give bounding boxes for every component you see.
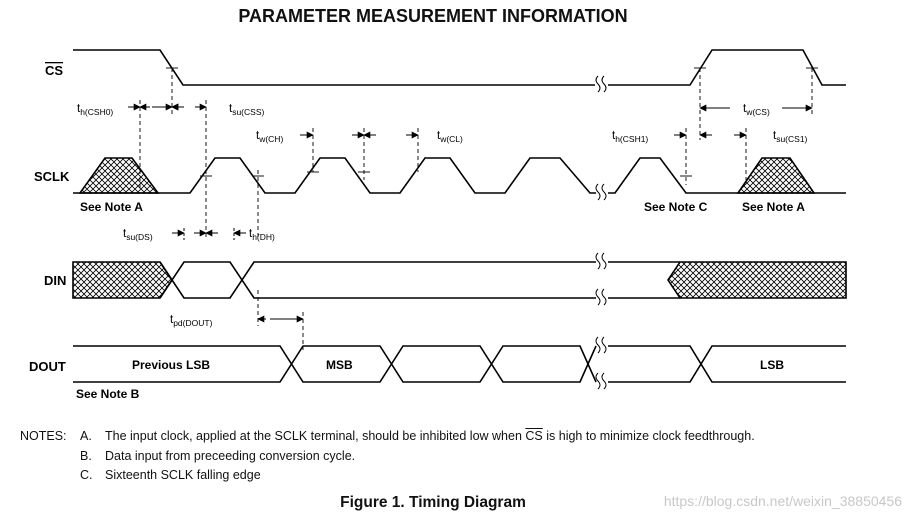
note-letter: C. [80, 468, 93, 482]
sclk-waveform [73, 100, 846, 240]
label-th-csh1: th(CSH1) [612, 130, 648, 144]
note-letter: A. [80, 429, 92, 443]
see-note-c: See Note C [644, 200, 708, 214]
previous-lsb-label: Previous LSB [132, 358, 210, 372]
din-waveform [72, 261, 847, 350]
page-title: PARAMETER MEASUREMENT INFORMATION [238, 6, 628, 26]
see-note-a-right: See Note A [742, 200, 805, 214]
cs-signal-label: CS [45, 63, 63, 78]
timing-arrows [128, 103, 813, 323]
dout-waveform [73, 345, 846, 383]
label-tw-cl: tw(CL) [437, 130, 463, 144]
note-text: Data input from preceeding conversion cy… [105, 448, 356, 463]
msb-label: MSB [326, 358, 353, 372]
din-signal-label: DIN [44, 273, 66, 288]
note-text: Sixteenth SCLK falling edge [105, 468, 261, 482]
watermark: https://blog.csdn.net/weixin_38850456 [663, 493, 902, 509]
label-tsu-cs1: tsu(CS1) [773, 130, 808, 144]
note-text: The input clock, applied at the SCLK ter… [105, 429, 755, 443]
see-note-b: See Note B [76, 387, 140, 401]
notes-heading: NOTES: [20, 429, 67, 443]
label-tw-ch: tw(CH) [256, 130, 283, 144]
timing-diagram: CS SCLK DIN DOUT [29, 49, 847, 401]
label-th-csh0: th(CSH0) [77, 103, 113, 117]
sclk-signal-label: SCLK [34, 169, 70, 184]
label-th-dh: th(DH) [249, 228, 275, 242]
break-marks [595, 75, 607, 390]
dout-signal-label: DOUT [29, 359, 66, 374]
figure-caption: Figure 1. Timing Diagram [340, 494, 526, 511]
cs-overline-text: CS [525, 429, 543, 443]
label-tpd-dout: tpd(DOUT) [170, 314, 213, 328]
note-letter: B. [80, 448, 92, 463]
cs-waveform [73, 49, 846, 140]
label-tw-cs: tw(CS) [743, 103, 770, 117]
label-tsu-css: tsu(CSS) [229, 103, 264, 117]
see-note-a-left: See Note A [80, 200, 143, 214]
lsb-label: LSB [760, 358, 784, 372]
label-tsu-ds: tsu(DS) [123, 228, 153, 242]
